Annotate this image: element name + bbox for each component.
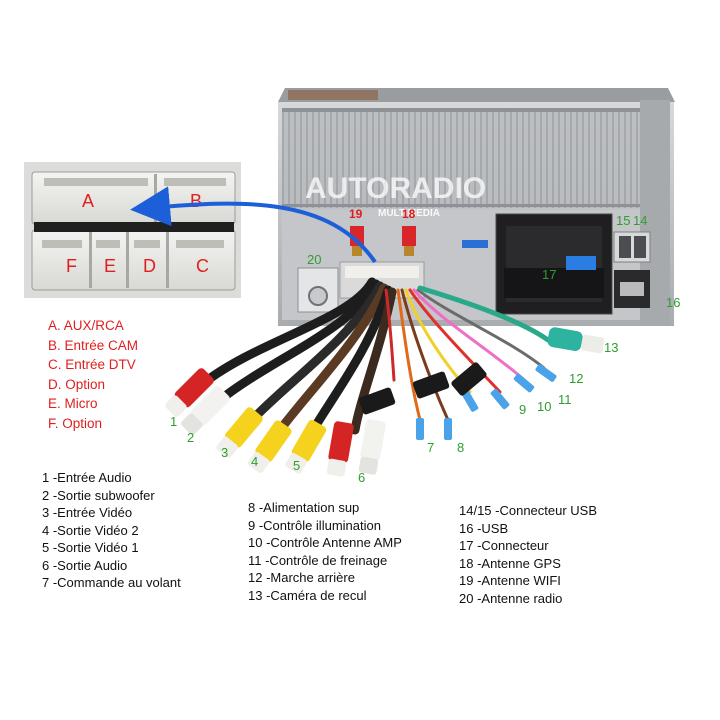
connector-letter-e: E	[104, 256, 116, 276]
wire-terminals	[358, 327, 605, 440]
label-19: 19	[349, 207, 363, 221]
label-4: 4	[251, 454, 258, 469]
connector-letter-b: B	[190, 191, 202, 211]
label-14: 14	[633, 213, 647, 228]
legend-item-9: 9 -Contrôle illumination	[248, 517, 381, 533]
label-9: 9	[519, 402, 526, 417]
legend-item-6: 6 -Sortie Audio	[42, 557, 128, 573]
legend-item-14-15: 14/15 -Connecteur USB	[459, 503, 598, 518]
watermark-brand: AUTORADIO	[305, 172, 486, 205]
legend-column-2: 8 -Alimentation sup 9 -Contrôle illumina…	[248, 499, 402, 604]
label-15: 15	[616, 213, 630, 228]
legend-item-d: D. Option	[48, 376, 106, 392]
connector-letter-d: D	[143, 256, 156, 276]
radio-chassis	[278, 88, 675, 326]
legend-item-5: 5 -Sortie Vidéo 1	[42, 540, 139, 555]
legend-item-3: 3 -Entrée Vidéo	[42, 505, 133, 520]
connector-letter-f: F	[66, 256, 77, 276]
cable-number-labels: 1 2 3 4 5 6 7 8 9 10 11 12 13 14 15 16 1…	[170, 207, 680, 485]
label-1: 1	[170, 414, 177, 429]
connector-letters: A B F E D C	[66, 191, 209, 276]
legend-item-12: 12 -Marche arrière	[248, 570, 355, 585]
legend-item-4: 4 -Sortie Vidéo 2	[42, 522, 139, 538]
label-16: 16	[666, 295, 680, 310]
legend-item-16: 16 -USB	[459, 520, 509, 536]
legend-item-a: A. AUX/RCA	[48, 318, 124, 333]
legend-item-7: 7 -Commande au volant	[42, 575, 181, 590]
legend-column-3: 14/15 -Connecteur USB 16 -USB 17 -Connec…	[459, 502, 597, 607]
connector-inset-photo	[24, 162, 241, 298]
legend-item-19: 19 -Antenne WIFI	[459, 573, 561, 588]
legend-column-1: 1 -Entrée Audio 2 -Sortie subwoofer 3 -E…	[42, 469, 181, 592]
legend-item-f: F. Option	[48, 415, 103, 431]
connector-legend: A. AUX/RCA B. Entrée CAM C. Entrée DTV D…	[48, 316, 138, 433]
legend-item-13: 13 -Caméra de recul	[248, 587, 367, 603]
label-2: 2	[187, 430, 194, 445]
legend-item-2: 2 -Sortie subwoofer	[42, 487, 155, 503]
legend-item-17: 17 -Connecteur	[459, 538, 549, 553]
connector-letter-a: A	[82, 191, 94, 211]
label-3: 3	[221, 445, 228, 460]
legend-item-18: 18 -Antenne GPS	[459, 555, 561, 571]
legend-item-20: 20 -Antenne radio	[459, 590, 563, 606]
label-20: 20	[307, 252, 321, 267]
legend-item-10: 10 -Contrôle Antenne AMP	[248, 535, 402, 550]
label-5: 5	[293, 458, 300, 473]
cable-harness	[200, 277, 551, 437]
label-18: 18	[402, 207, 416, 221]
legend-item-1: 1 -Entrée Audio	[42, 470, 132, 485]
label-7: 7	[427, 440, 434, 455]
legend-item-c: C. Entrée DTV	[48, 357, 136, 372]
label-13: 13	[604, 340, 618, 355]
legend-item-8: 8 -Alimentation sup	[248, 500, 360, 515]
legend-item-e: E. Micro	[48, 396, 98, 411]
label-10: 10	[537, 399, 551, 414]
connector-letter-c: C	[196, 256, 209, 276]
label-6: 6	[358, 470, 365, 485]
label-11: 11	[558, 392, 572, 407]
legend-item-b: B. Entrée CAM	[48, 337, 139, 353]
watermark-sub: MULTIMEDIA	[378, 208, 440, 219]
label-12: 12	[569, 371, 583, 386]
legend-item-11: 11 -Contrôle de freinage	[248, 552, 388, 568]
rca-plugs	[165, 368, 386, 477]
label-8: 8	[457, 440, 464, 455]
pointer-arrow	[130, 186, 377, 264]
label-17: 17	[542, 267, 556, 282]
